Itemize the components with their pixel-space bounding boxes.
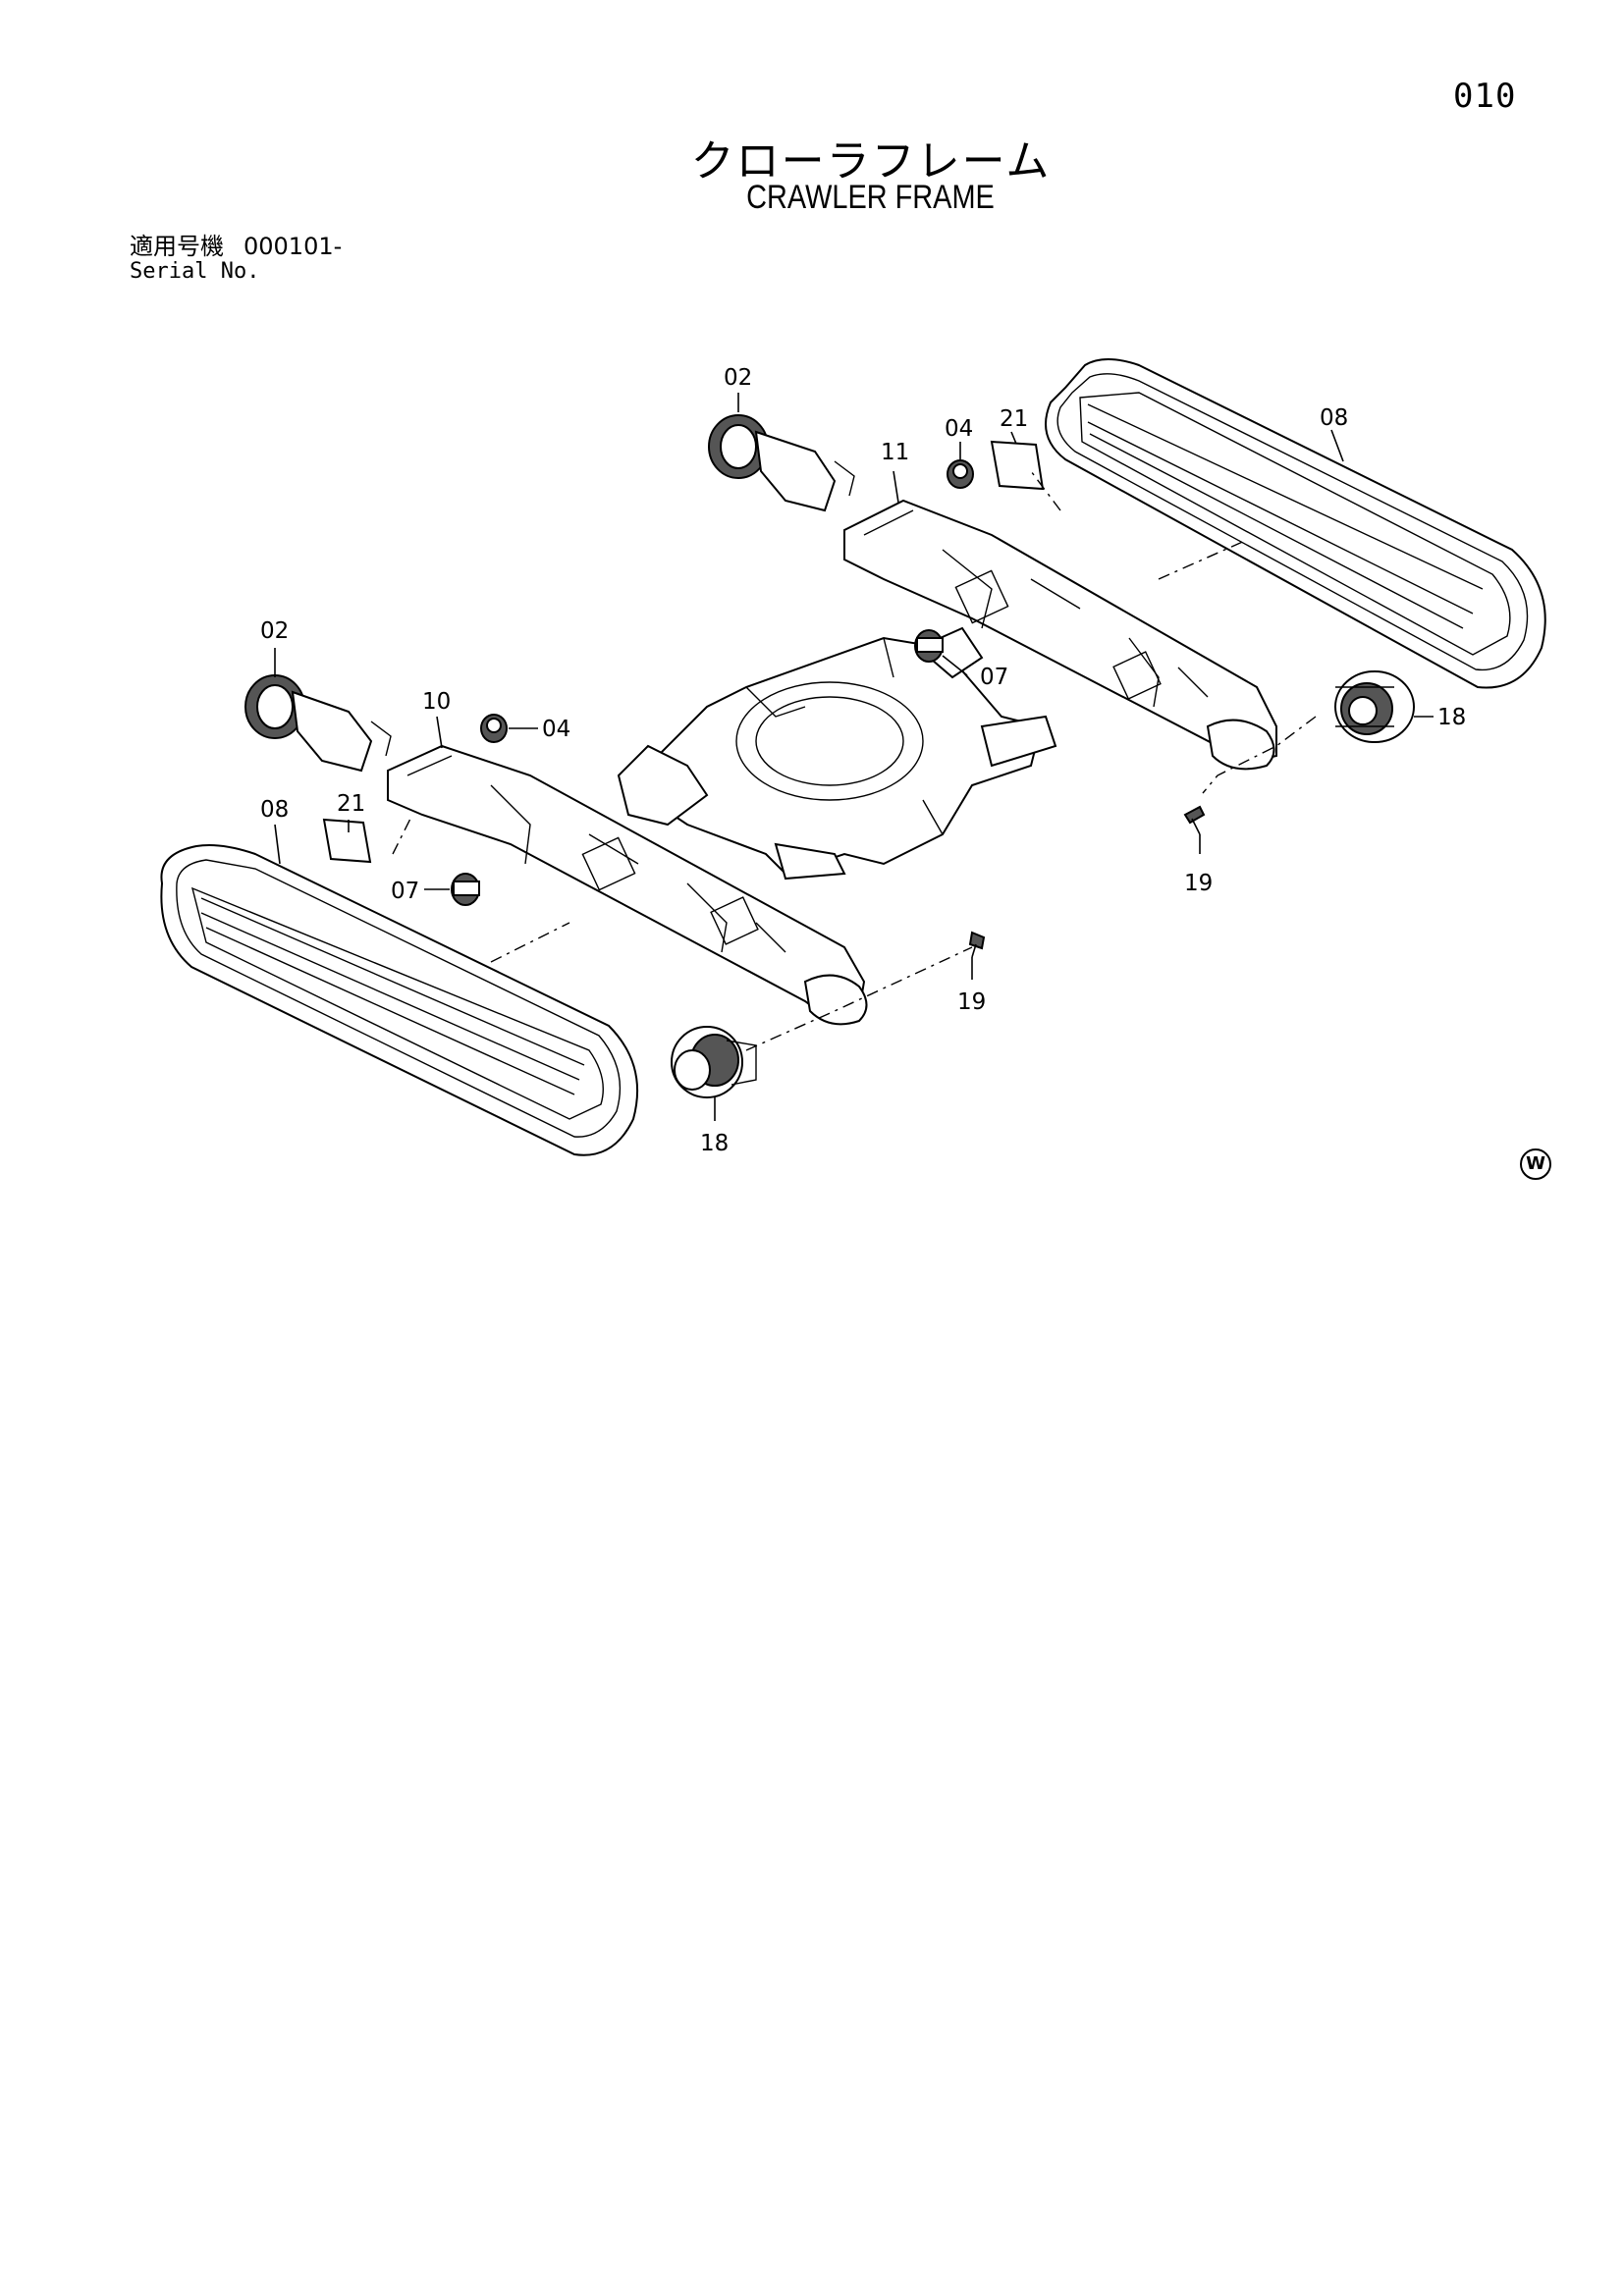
callout-08-lower: 08 bbox=[260, 797, 289, 823]
side-frame-right bbox=[843, 499, 1277, 771]
callout-21-upper: 21 bbox=[1000, 406, 1028, 432]
nut-lower bbox=[480, 714, 508, 743]
serial-info: 適用号機 000101- Serial No. bbox=[130, 234, 342, 285]
roller-lower bbox=[451, 873, 480, 906]
bolt-upper bbox=[1183, 805, 1206, 835]
nut-upper bbox=[947, 459, 974, 489]
bolt-lower bbox=[968, 931, 986, 958]
serial-range: 000101- bbox=[244, 233, 343, 260]
callout-18-upper: 18 bbox=[1437, 705, 1466, 730]
title-english: CRAWLER FRAME bbox=[746, 179, 995, 216]
callout-18-lower: 18 bbox=[700, 1131, 729, 1156]
side-frame-left bbox=[387, 744, 868, 1026]
callout-21-lower: 21 bbox=[337, 791, 365, 817]
callout-02-upper: 02 bbox=[724, 365, 752, 391]
callout-07-upper: 07 bbox=[980, 665, 1008, 690]
callout-19-lower: 19 bbox=[957, 989, 986, 1015]
idler-upper bbox=[708, 414, 855, 512]
cover-upper bbox=[990, 440, 1045, 491]
serial-label-en: Serial No. bbox=[130, 259, 260, 284]
center-frame bbox=[617, 626, 1057, 881]
cover-lower bbox=[322, 818, 372, 864]
callouts: 02 02 04 04 07 07 08 08 10 11 18 18 19 1… bbox=[260, 365, 1466, 1156]
callout-19-upper: 19 bbox=[1184, 871, 1213, 896]
serial-line-jp: 適用号機 000101- bbox=[130, 234, 342, 259]
travel-motor-upper bbox=[1334, 670, 1415, 743]
callout-11: 11 bbox=[881, 440, 909, 465]
callout-04-upper: 04 bbox=[945, 416, 973, 442]
callout-08-upper: 08 bbox=[1320, 405, 1348, 431]
track-belt-upper bbox=[1045, 358, 1546, 689]
callout-02-lower: 02 bbox=[260, 618, 289, 644]
callout-07-lower: 07 bbox=[391, 879, 419, 904]
roller-upper bbox=[914, 629, 944, 663]
page-number: 010 bbox=[1453, 77, 1517, 116]
track-belt-lower bbox=[160, 844, 639, 1156]
idler-lower bbox=[244, 674, 392, 773]
leader-lines bbox=[274, 393, 1434, 1121]
travel-motor-lower bbox=[671, 1026, 757, 1098]
callout-10: 10 bbox=[422, 689, 451, 715]
serial-label-jp: 適用号機 bbox=[130, 233, 224, 260]
title-japanese: クローラフレーム bbox=[690, 136, 1052, 187]
corner-mark: W bbox=[1520, 1148, 1551, 1180]
callout-04-lower: 04 bbox=[542, 717, 570, 742]
